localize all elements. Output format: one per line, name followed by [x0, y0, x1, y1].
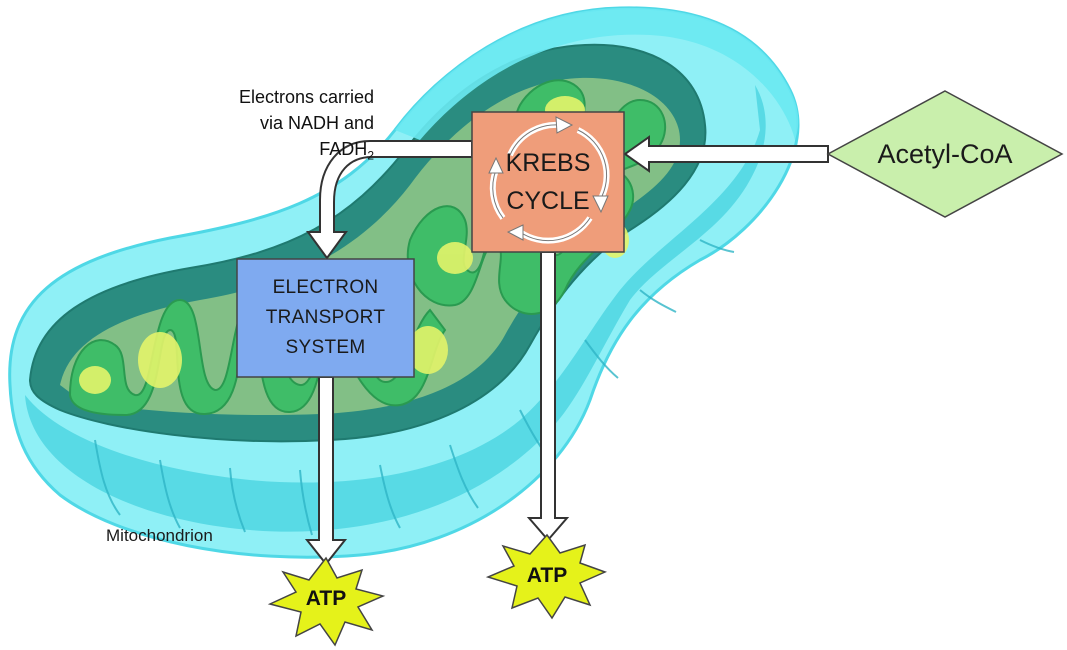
rim-highlight: [395, 7, 799, 141]
arrow-acetyl-to-krebs: [623, 135, 829, 173]
ets-box: [236, 258, 415, 378]
cycle-arrowheads: [488, 116, 609, 241]
ets-line3: SYSTEM: [285, 337, 366, 358]
atp-left-label: ATP: [305, 587, 347, 610]
atp-star-left: [267, 556, 386, 647]
krebs-cycle-box: [471, 111, 625, 253]
fadh-subscript: 2: [367, 148, 374, 163]
ets-line2: TRANSPORT: [265, 307, 386, 328]
electrons-note: Electrons carried via NADH and FADH2: [170, 84, 374, 169]
arrow-ets-to-atp: [304, 376, 348, 566]
shell-ribs: [94, 239, 735, 536]
electrons-note-line1: Electrons carried: [238, 87, 374, 107]
membrane-shell: [25, 85, 766, 532]
arrow-krebs-to-atp: [526, 251, 570, 542]
acetyl-coa-label: Acetyl-CoA: [877, 138, 1013, 169]
cycle-arrows-outline: [492, 124, 608, 242]
ets-label: ELECTRON TRANSPORT SYSTEM: [237, 259, 414, 377]
fadh-text: FADH: [319, 139, 368, 159]
atp-star-right: [485, 533, 608, 620]
mitochondrion-label: Mitochondrion: [106, 526, 213, 545]
ets-line1: ELECTRON: [272, 277, 379, 298]
acetyl-coa-diamond: [826, 90, 1064, 218]
atp-right-label: ATP: [526, 564, 568, 587]
electrons-note-line2: via NADH and: [259, 113, 374, 133]
electrons-note-line3: FADH2: [170, 136, 374, 169]
arrow-krebs-to-ets: [306, 140, 473, 260]
